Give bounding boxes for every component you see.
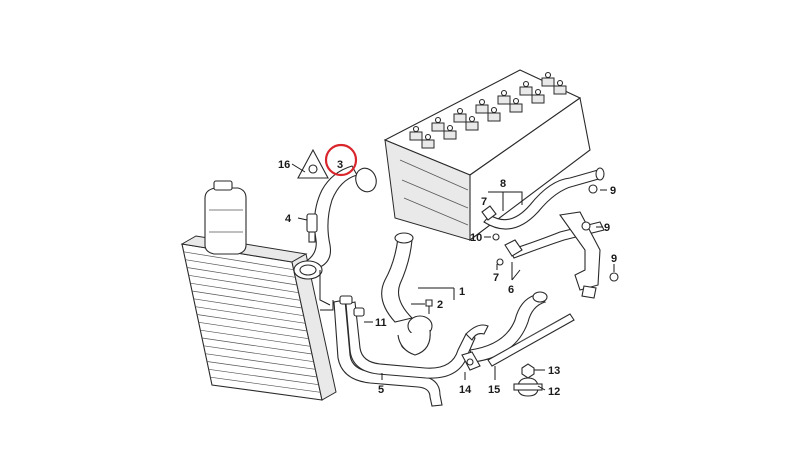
pipe-15 — [487, 313, 575, 367]
bolts-9 — [581, 184, 619, 282]
callout-16: 16 — [278, 159, 290, 171]
callout-1: 1 — [459, 286, 465, 298]
callout-6: 6 — [508, 284, 514, 296]
bolt-2 — [425, 299, 433, 314]
cylinder-head — [383, 69, 591, 242]
callout-9b: 9 — [604, 222, 610, 234]
callout-9a: 9 — [610, 185, 616, 197]
callout-2: 2 — [437, 299, 443, 311]
callout-7b: 7 — [493, 272, 499, 284]
heater-pipe-6 — [504, 211, 605, 299]
radiator — [180, 235, 337, 401]
callout-4: 4 — [285, 213, 292, 225]
highlight-circle — [324, 143, 358, 177]
expansion-tank — [204, 180, 247, 255]
callout-13: 13 — [548, 365, 560, 377]
pump-hose — [469, 291, 548, 363]
callout-7a: 7 — [481, 196, 487, 208]
callout-labels: 1 2 3 4 5 6 7 7 8 9 9 9 10 11 12 13 14 1… — [278, 159, 617, 398]
callout-8: 8 — [500, 178, 506, 190]
heater-pipe-8 — [481, 167, 605, 230]
callout-5: 5 — [378, 384, 384, 396]
hose-1 — [381, 232, 433, 356]
leader-lines — [291, 163, 615, 391]
hose-bracket-14 — [461, 351, 481, 371]
bolt-13 — [521, 363, 535, 379]
callout-15: 15 — [488, 384, 500, 396]
callout-11: 11 — [375, 317, 387, 329]
o-rings-7-10 — [492, 233, 504, 266]
callout-9c: 9 — [611, 253, 617, 265]
temperature-sensor — [306, 213, 318, 243]
callout-3: 3 — [337, 159, 343, 171]
upper-radiator-hose — [293, 165, 377, 280]
callout-10: 10 — [470, 232, 482, 244]
callout-14: 14 — [459, 384, 472, 396]
clamp-12 — [513, 377, 543, 397]
callout-12: 12 — [548, 386, 560, 398]
sensor-clip-triangle — [297, 148, 329, 179]
lower-pipes — [333, 295, 489, 407]
